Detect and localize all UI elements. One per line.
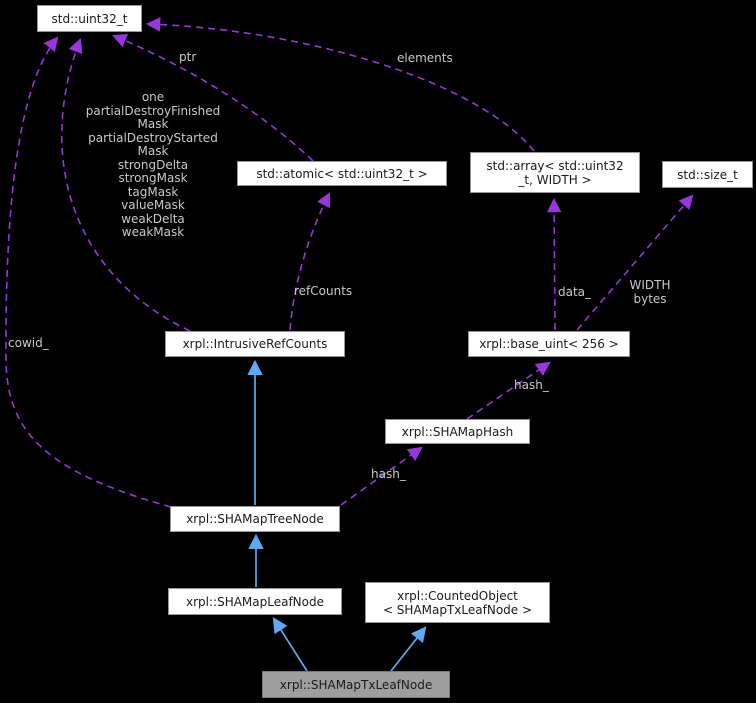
edge-hash-shamaphash-to-baseuint	[466, 361, 551, 420]
edge-cowid-treenode-to-uint32	[5, 36, 172, 508]
edge-label-elements: elements	[397, 51, 453, 65]
node-std-size-t[interactable]: std::size_t	[662, 161, 753, 188]
edge-inherit-txleafnode-to-leafnode	[272, 617, 308, 672]
edge-label-width-bytes: WIDTH bytes	[629, 278, 671, 306]
edge-hash-treenode-to-shamaphash	[340, 446, 423, 506]
edge-label-ptr: ptr	[179, 50, 197, 64]
node-xrpl-shamaptreenode[interactable]: xrpl::SHAMapTreeNode	[170, 506, 340, 532]
edge-refcounts-intrusiverefcounts-to-atomic	[289, 192, 330, 331]
edge-widthbytes-baseuint-to-sizet	[576, 194, 694, 331]
edge-label-data: data_	[558, 285, 592, 299]
edge-elements-array-to-uint32	[145, 17, 535, 152]
node-std-uint32-t[interactable]: std::uint32_t	[37, 5, 142, 32]
node-xrpl-shamaphash[interactable]: xrpl::SHAMapHash	[385, 419, 530, 444]
node-xrpl-base-uint-256[interactable]: xrpl::base_uint< 256 >	[468, 331, 630, 357]
edge-label-cowid: cowid_	[8, 336, 49, 350]
node-std-array-uint32-width[interactable]: std::array< std::uint32 _t, WIDTH >	[470, 152, 640, 193]
node-xrpl-shamaptxleafnode[interactable]: xrpl::SHAMapTxLeafNode	[262, 671, 450, 698]
edge-label-hash-lower: hash_	[371, 467, 406, 481]
edge-inherit-txleafnode-to-countedobject	[390, 626, 427, 672]
edge-label-refcounts: refCounts	[294, 284, 353, 298]
node-xrpl-countedobject-shamaptxleafnode[interactable]: xrpl::CountedObject < SHAMapTxLeafNode >	[365, 582, 550, 623]
node-xrpl-intrusiverefcounts[interactable]: xrpl::IntrusiveRefCounts	[165, 331, 345, 357]
edge-label-hash-upper: hash_	[514, 378, 549, 392]
edge-ptr-atomic-to-uint32	[111, 33, 314, 162]
edge-masks-intrusiverefcounts-to-uint32	[61, 37, 191, 332]
edge-label-masks: one partialDestroyFinished Mask partialD…	[85, 90, 221, 239]
node-std-atomic-uint32-t[interactable]: std::atomic< std::uint32_t >	[237, 161, 447, 186]
edge-data-baseuint-to-array	[546, 197, 562, 331]
node-xrpl-shamapleafnode[interactable]: xrpl::SHAMapLeafNode	[168, 588, 342, 615]
